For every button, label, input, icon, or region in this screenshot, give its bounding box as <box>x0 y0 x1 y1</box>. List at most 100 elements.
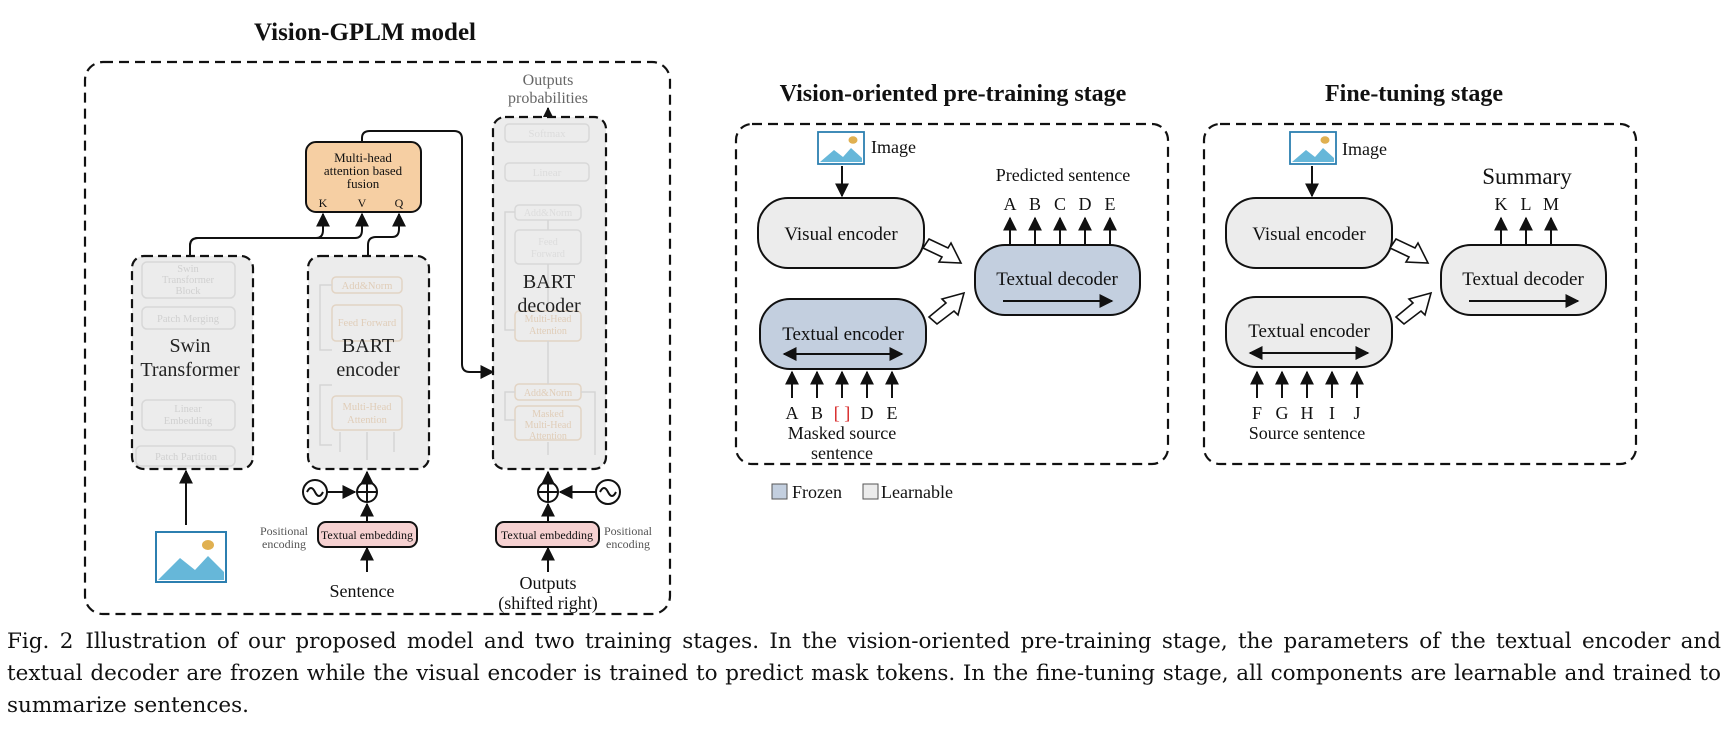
summary-label: Summary <box>1482 164 1572 189</box>
pretrain-output-e: E <box>1105 194 1116 214</box>
decoder-embedding-label: Textual embedding <box>501 528 593 542</box>
decoder-positional-1: Positional <box>604 524 653 538</box>
fusion-q: Q <box>395 196 404 210</box>
finetune-image-label: Image <box>1342 139 1387 159</box>
sentence-label: Sentence <box>330 581 395 601</box>
swin-ghost-5: Linear <box>174 404 202 415</box>
decoder-textual-embedding <box>495 521 600 548</box>
pretrain-visual-encoder-label: Visual encoder <box>784 224 898 245</box>
bart-decoder-label-1: BART <box>523 271 575 293</box>
dec-ghost-mha1: Multi-Head <box>525 314 572 325</box>
swin-ghost-1: Swin <box>177 264 199 275</box>
outputs-shifted-1: Outputs <box>519 573 576 593</box>
finetune-textual-decoder <box>1440 244 1607 316</box>
model-title: Vision-GPLM model <box>254 19 476 46</box>
source-sentence-label: Source sentence <box>1249 423 1365 443</box>
outputs-probabilities-line1: Outputs <box>523 72 574 89</box>
pretrain-input-a: A <box>786 403 799 423</box>
pretrain-input-mask: [ ] <box>834 403 851 423</box>
enc-ghost-ff: Feed Forward <box>338 318 397 329</box>
finetune-visual-encoder-label: Visual encoder <box>1252 224 1366 245</box>
encoder-positional-2: encoding <box>262 537 306 551</box>
encoder-positional-1: Positional <box>260 524 309 538</box>
pretrain-output-c: C <box>1054 194 1066 214</box>
pretrain-output-a: A <box>1004 194 1017 214</box>
dec-ghost-linear: Linear <box>533 167 562 179</box>
pretrain-visual-encoder <box>757 197 925 269</box>
finetune-output-m: M <box>1543 194 1559 214</box>
finetune-input-i: I <box>1329 403 1335 423</box>
pretrain-output-b: B <box>1029 194 1041 214</box>
encoder-textual-embedding <box>317 521 418 548</box>
finetune-input-f: F <box>1252 403 1262 423</box>
dec-ghost-softmax: Softmax <box>528 128 566 140</box>
encoder-embedding-label: Textual embedding <box>321 528 413 542</box>
model-frame <box>83 60 672 616</box>
decoder-positional-2: encoding <box>606 537 650 551</box>
pretrain-input-d: D <box>861 403 874 423</box>
finetune-input-j: J <box>1353 403 1360 423</box>
finetune-title: Fine-tuning stage <box>1325 81 1503 107</box>
bart-encoder-label-2: encoder <box>336 359 400 381</box>
encoder-input-path <box>302 470 378 572</box>
image-icon <box>155 531 227 583</box>
legend-learnable-swatch <box>862 483 879 500</box>
figure-diagram: Vision-GPLM model Outputs probabilities … <box>83 19 1638 616</box>
enc-ghost-mha2: Attention <box>347 415 387 426</box>
legend-frozen-label: Frozen <box>792 482 842 502</box>
dec-ghost-masked1: Masked <box>532 409 564 420</box>
bart-decoder-label-2: decoder <box>517 295 581 317</box>
swin-ghost-6: Embedding <box>164 416 213 427</box>
pretrain-input-e: E <box>887 403 898 423</box>
pretrain-hollow-arrow-top <box>921 237 963 264</box>
fusion-k: K <box>319 196 328 210</box>
finetune-output-arrows <box>1494 216 1558 244</box>
pretrain-image-icon <box>817 131 865 165</box>
enc-ghost-mha1: Multi-Head <box>343 402 393 413</box>
pretrain-input-b: B <box>811 403 823 423</box>
caption-text: Illustration of our proposed model and t… <box>7 629 1721 718</box>
dec-ghost-ff1: Feed <box>538 237 557 248</box>
masked-source-label-2: sentence <box>811 443 873 463</box>
swin-ghost-layers <box>135 261 236 467</box>
pretrain-textual-encoder-label: Textual encoder <box>782 324 904 345</box>
masked-source-label-1: Masked source <box>788 423 896 443</box>
finetune-frame <box>1202 122 1638 466</box>
predicted-sentence-label: Predicted sentence <box>996 165 1130 185</box>
fusion-label-3: fusion <box>347 176 380 191</box>
outputs-probabilities-line2: probabilities <box>508 90 588 107</box>
swin-transformer-block <box>130 254 255 471</box>
swin-ghost-4: Patch Merging <box>157 314 220 325</box>
dec-ghost-addnorm: Add&Norm <box>524 208 573 219</box>
outputs-shifted-2: (shifted right) <box>498 593 597 614</box>
pretrain-hollow-arrow-bottom <box>927 291 966 326</box>
enc-ghost-addnorm: Add&Norm <box>342 281 393 292</box>
pretrain-title: Vision-oriented pre-training stage <box>780 81 1127 107</box>
fusion-v: V <box>358 196 367 210</box>
pretrain-textual-decoder <box>974 244 1141 316</box>
pretrain-input-arrows <box>785 370 899 398</box>
finetune-hollow-arrow-bottom <box>1394 291 1433 326</box>
fusion-label-1: Multi-head <box>334 150 392 165</box>
pretrain-textual-decoder-label: Textual decoder <box>996 269 1118 290</box>
swin-label-1: Swin <box>169 335 210 357</box>
finetune-image-icon <box>1289 131 1337 165</box>
pretrain-output-arrows <box>1003 216 1117 244</box>
legend-frozen-swatch <box>771 483 788 500</box>
finetune-hollow-arrow-top <box>1388 237 1430 264</box>
dec-ghost-masked2: Multi-Head <box>525 420 572 431</box>
finetune-output-k: K <box>1495 194 1508 214</box>
legend-learnable-label: Learnable <box>881 482 953 502</box>
swin-ghost-7: Patch Partition <box>155 452 218 463</box>
encoder-ghost-residuals <box>319 284 395 460</box>
finetune-input-arrows <box>1250 370 1364 398</box>
fusion-block <box>305 141 422 213</box>
bart-encoder-label-1: BART <box>342 335 394 357</box>
caption-label: Fig. 2 <box>7 629 74 654</box>
pretrain-frame <box>734 122 1170 466</box>
finetune-textual-encoder-label: Textual encoder <box>1248 321 1370 342</box>
swin-ghost-2: Transformer <box>162 275 215 286</box>
pretrain-output-d: D <box>1079 194 1092 214</box>
finetune-input-g: G <box>1276 403 1289 423</box>
